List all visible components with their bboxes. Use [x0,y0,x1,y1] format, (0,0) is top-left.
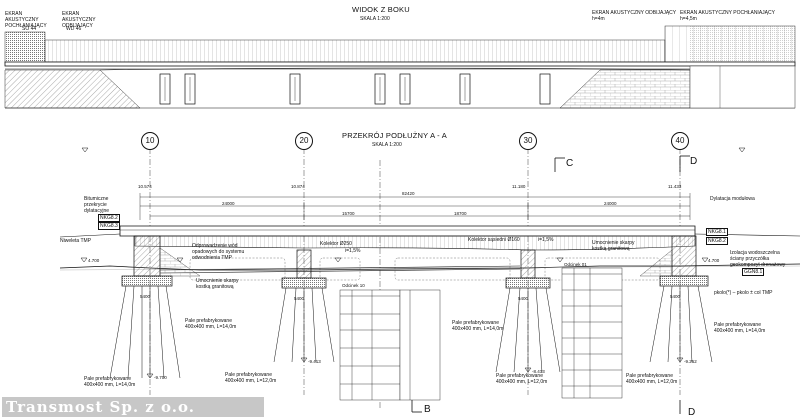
dim-span-2: 24000 [604,201,617,206]
piles-right-label: Pale prefabrykowane [714,322,761,328]
axis-30-marker: 30 [519,132,537,150]
geotech-log-right [561,267,623,399]
modular-joint-label: Dylatacja modułowa [710,196,755,202]
right-screen-absorbing-height: h=4,5m [680,16,697,22]
tag-left-1: NKG8.2 [98,214,120,222]
drainage-label: Odprowadzenie wód opadowych do systemu o… [192,243,245,261]
piles-left-lower-spec: 400x400 mm, L=14,0m [84,382,136,388]
found-4: 5400 [670,294,681,299]
piles-left-upper-spec: 400x400 mm, L=14,0m [185,324,237,330]
dim-span-3: 15700 [342,211,355,216]
piles-mid-left-label: Pale prefabrykowane [225,372,272,378]
nivelette-label: Niweleta TMP [60,238,92,244]
side-view-title: WIDOK Z BOKU [352,5,410,14]
found-3: 5400 [518,296,529,301]
piles-right-lower-spec: 400x400 mm, L=12,0m [496,379,548,385]
found-1: 5400 [140,294,151,299]
piles-right-lower2-label: Pale prefabrykowane [626,373,673,379]
elevation-markers [80,147,746,379]
left-absorbing-screen [4,31,46,64]
pier-20 [281,249,327,289]
left-screen-absorbing-code: SO 44 [22,26,37,32]
gl-right: 4.700 [708,258,720,263]
tag-right-3: GGN8.1 [742,268,765,276]
tip-right: -9.252 [684,359,697,364]
tip-left: -9.700 [154,375,167,380]
side-view-scale: SKALA 1:200 [360,16,390,22]
axis-20-marker: 20 [295,132,313,150]
collector-slope: i=1,5% [345,248,361,254]
longitudinal-section [59,147,800,414]
reinforcement-right-label: Umocnienie skarpy kostką granitową [592,240,635,252]
piles-mid-left-spec: 400x400 mm, L=12,0m [225,378,277,384]
piles-left-lower-label: Pale prefabrykowane [84,376,131,382]
left-screen-reflecting-code: WD 46 [66,26,82,32]
tag-left-2: NKG8.3 [98,222,120,230]
table-header-left: Odcinek 10 [342,283,365,288]
side-view [4,25,796,109]
side-deck [4,61,796,67]
geotech-log-left [339,289,441,401]
section-mark-c: C [566,158,574,169]
axis-40-marker: 40 [671,132,689,150]
section-deck [119,225,696,237]
left-embankment [4,69,141,109]
tip-mid2: -8.413 [532,369,545,374]
piles-mid-right-label: Pale prefabrykowane [452,320,499,326]
piles-right-lower2-spec: 400x400 mm, L=12,0m [626,379,678,385]
piles-right-lower-label: Pale prefabrykowane [496,373,543,379]
right-screen-reflecting-label: EKRAN AKUSTYCZNY ODBIJAJĄCY [592,10,677,16]
section-girder [134,235,696,251]
left-screen-absorbing-label: EKRAN AKUSTYCZNY POCHŁANIAJĄCY [5,11,47,29]
dim-span-1: 24000 [222,201,235,206]
piles-right-spec: 400x400 mm, L=14,0m [714,328,766,334]
company-watermark: Transmost Sp. z o.o. [2,397,264,417]
table-header-right: Odcinek 01 [564,262,587,267]
section-scale: SKALA 1:200 [372,142,402,148]
dim-span-total: 82420 [402,191,415,196]
el-mid2: 11.180 [512,184,526,189]
tmp-note: pkolo(*) – pkolo ± col TMP [714,290,773,296]
section-title: PRZEKRÓJ PODŁUŻNY A - A [342,131,447,140]
piles-mid-right-spec: 400x400 mm, L=14,0m [452,326,504,332]
el-left: 10.574 [138,184,152,189]
el-right: 11.433 [668,184,682,189]
side-piers [159,73,551,105]
axis-10-marker: 10 [141,132,159,150]
section-mark-d-bottom: D [688,407,696,418]
dim-span-4: 18700 [454,211,467,216]
el-mid1: 10.874 [291,184,305,189]
right-screen-absorbing-label: EKRAN AKUSTYCZNY POCHŁANIAJĄCY [680,10,775,16]
collector-neighbor-label: Kolektor sąsiedni Ø160 [468,237,520,243]
bitumen-joint-label: Bitumiczne przekrycie dylatacyjne [84,196,110,214]
tip-mid1: -9.413 [308,359,321,364]
section-mark-b: B [424,404,431,415]
found-2: 5400 [294,296,305,301]
gl-left: 4.700 [88,258,100,263]
right-embankment [559,69,691,109]
collector-label: Kolektor Ø250 [320,241,352,247]
left-screen-reflecting-label: EKRAN AKUSTYCZNY ODBIJAJĄCY [62,11,96,29]
abutment-right [639,235,709,287]
section-mark-d-top: D [690,156,698,167]
abutment-left [121,235,201,287]
piles-left-upper-label: Pale prefabrykowane [185,318,232,324]
piles [109,285,713,379]
collector-neighbor-slope: i=1,5% [538,237,554,243]
reinforcement-left-label: Umocnienie skarpy kostką granitową [196,278,239,290]
tag-right-1: NKG8.1 [706,228,728,236]
tag-right-2: NKG8.2 [706,237,728,245]
insulation-label: Izolacja wodoszczelna ściany przyczółka … [730,250,786,268]
right-screen-reflecting-height: h=4m [592,16,605,22]
bridge-screen [44,39,666,63]
